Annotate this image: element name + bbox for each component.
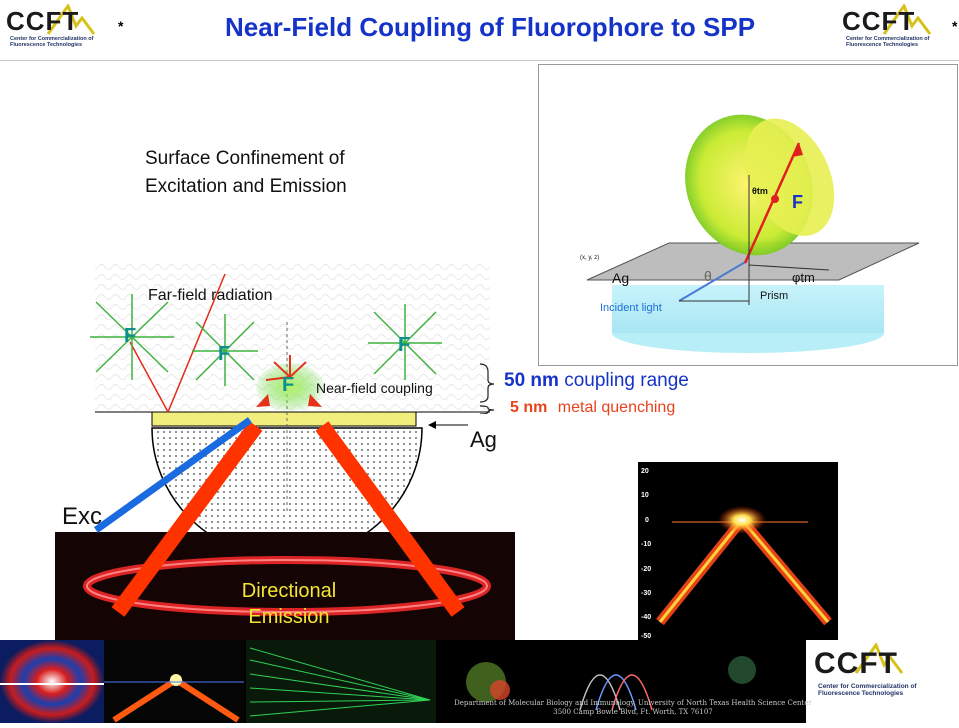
subtitle-line-2: Excitation and Emission bbox=[145, 176, 347, 197]
ytick-neg10: -10 bbox=[641, 541, 652, 548]
ccft-logo-left: CCFT * Center for Commercialization of F… bbox=[6, 4, 146, 56]
fluorophore-center: F bbox=[282, 374, 295, 396]
quench-value: 5 nm bbox=[510, 399, 548, 416]
ytick-20: 20 bbox=[641, 468, 649, 475]
fluorophore-1: F bbox=[124, 325, 137, 347]
title-divider bbox=[0, 60, 959, 61]
coupling-value: 50 nm bbox=[504, 370, 559, 391]
quench-range: 5 nm metal quenching bbox=[510, 399, 675, 417]
inset-theta: θ bbox=[704, 268, 712, 284]
logo-subtitle: Center for Commercialization of Fluoresc… bbox=[846, 36, 930, 48]
inset-diagram bbox=[538, 64, 958, 366]
inset-prism: Prism bbox=[760, 290, 789, 302]
logo-word: CCFT bbox=[6, 6, 80, 36]
subtitle-line-1: Surface Confinement of bbox=[145, 148, 345, 169]
ccft-logo-right: CCFT * Center for Commercialization of F… bbox=[842, 4, 959, 56]
range-bracket bbox=[479, 363, 495, 414]
page-title: Near-Field Coupling of Fluorophore to SP… bbox=[224, 12, 756, 42]
footer-line-2: 3500 Camp Bowie Blvd, Ft. Worth, TX 7610… bbox=[553, 708, 713, 716]
simulation-plot bbox=[638, 462, 838, 640]
logo-peak-icon bbox=[882, 4, 932, 35]
ytick-0: 0 bbox=[645, 517, 649, 524]
fluorophore-2: F bbox=[218, 343, 231, 365]
coupling-range: 50 nm coupling range bbox=[504, 370, 689, 392]
coupling-text: coupling range bbox=[564, 370, 689, 391]
inset-fluorophore: F bbox=[792, 192, 803, 212]
directional-line-2: Emission bbox=[248, 606, 330, 628]
directional-line-1: Directional bbox=[241, 580, 337, 602]
footer-text: Department of Molecular Biology and Immu… bbox=[418, 699, 848, 717]
far-field-label: Far-field radiation bbox=[148, 287, 273, 304]
ytick-neg30: -30 bbox=[641, 590, 652, 597]
metal-label: Ag bbox=[470, 427, 497, 452]
ytick-neg40: -40 bbox=[641, 614, 652, 621]
logo-star: * bbox=[118, 18, 124, 34]
near-field-label: Near-field coupling bbox=[316, 380, 433, 396]
ytick-10: 10 bbox=[641, 492, 649, 499]
ccft-logo-footer: CCFT Center for Commercialization of Flu… bbox=[814, 643, 954, 697]
logo-word: CCFT bbox=[814, 647, 898, 680]
excitation-label: Exc bbox=[62, 503, 103, 530]
inset-ag: Ag bbox=[612, 270, 630, 286]
logo-subtitle: Center for Commercialization of Fluoresc… bbox=[10, 36, 94, 48]
logo-subtitle: Center for Commercialization of Fluoresc… bbox=[818, 683, 917, 697]
quench-text: metal quenching bbox=[557, 399, 676, 416]
logo-star: * bbox=[952, 18, 958, 34]
logo-peak-icon bbox=[46, 4, 96, 35]
main-diagram bbox=[0, 262, 530, 640]
inset-theta-tm: θtm bbox=[752, 186, 768, 196]
inset-coord: (x, y, z) bbox=[580, 255, 600, 261]
footer-banner bbox=[0, 640, 959, 723]
inset-phi-tm: φtm bbox=[792, 270, 815, 285]
logo-word: CCFT bbox=[842, 6, 916, 36]
inset-incident: Incident light bbox=[600, 302, 662, 314]
footer-line-1: Department of Molecular Biology and Immu… bbox=[454, 699, 812, 707]
fluorophore-3: F bbox=[398, 334, 411, 356]
ytick-neg20: -20 bbox=[641, 566, 652, 573]
logo-peak-icon bbox=[854, 643, 904, 674]
ytick-neg50: -50 bbox=[641, 633, 652, 640]
